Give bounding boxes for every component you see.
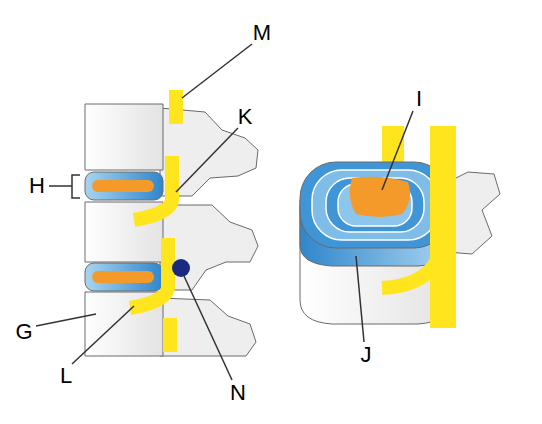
- leader-lines: [36, 44, 413, 380]
- axial-disc: [300, 126, 500, 328]
- nerve-roots: [130, 90, 176, 352]
- callout-letter: M: [253, 22, 271, 44]
- callout-letter: L: [60, 365, 72, 387]
- callout-letter: K: [238, 106, 253, 128]
- callout-letter: N: [230, 382, 246, 404]
- callout-letter: H: [29, 175, 45, 197]
- callout-letter: G: [15, 321, 32, 343]
- herniation-dot: [172, 259, 190, 277]
- bracket: [49, 175, 80, 198]
- callout-letter: I: [416, 88, 422, 110]
- callout-letter: J: [361, 344, 372, 366]
- lateral-spine: [85, 104, 258, 356]
